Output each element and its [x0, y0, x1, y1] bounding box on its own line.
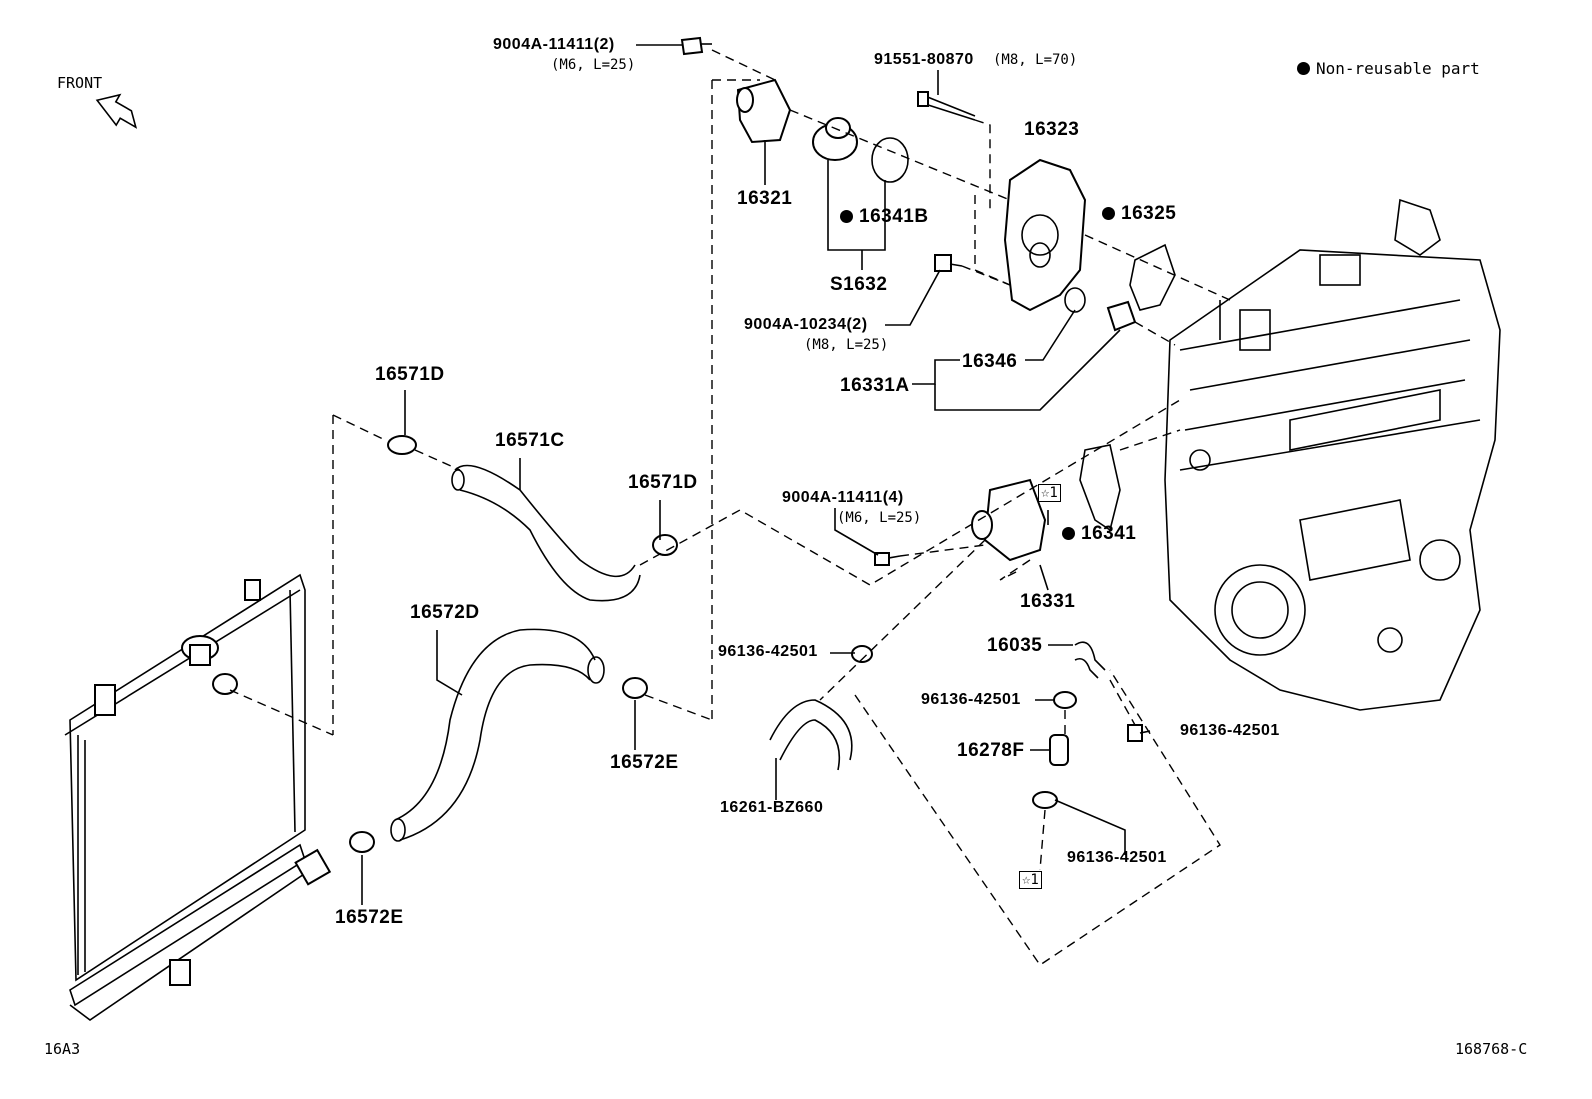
label-16572d: 16572D — [410, 602, 480, 623]
leader-lines — [361, 44, 1151, 905]
label-16341b: 16341B — [840, 207, 929, 226]
figure-code-right: 168768-C — [1455, 1040, 1528, 1058]
label-16325: 16325 — [1102, 204, 1176, 223]
parts-middle — [349, 435, 1143, 853]
label-96136-42501-d: 96136-42501 — [1067, 849, 1167, 866]
non-reusable-dot-icon — [1297, 62, 1310, 75]
label-9004a-10234: 9004A-10234(2) — [744, 316, 868, 333]
label-9004a-11411-2: 9004A-11411(2) — [493, 36, 615, 53]
label-16035: 16035 — [987, 635, 1043, 656]
legend: Non-reusable part — [1297, 61, 1480, 77]
dashed-lines — [229, 49, 1231, 966]
front-label: FRONT — [57, 74, 103, 92]
label-9004a-10234-spec: (M8, L=25) — [804, 337, 889, 353]
label-16572e-lower: 16572E — [335, 907, 404, 928]
label-16261-bz660: 16261-BZ660 — [720, 799, 824, 816]
label-16346: 16346 — [962, 351, 1018, 372]
label-96136-42501-a: 96136-42501 — [718, 643, 818, 660]
label-96136-42501-b: 96136-42501 — [921, 691, 1021, 708]
label-9004a-11411-4: 9004A-11411(4) — [782, 489, 904, 506]
label-16331a: 16331A — [840, 375, 910, 396]
star-marker-upper: ☆1 — [1038, 484, 1061, 502]
legend-text: Non-reusable part — [1316, 59, 1480, 78]
label-16571d-right: 16571D — [628, 472, 698, 493]
label-96136-42501-c: 96136-42501 — [1180, 722, 1280, 739]
label-91551-spec: (M8, L=70) — [993, 52, 1078, 68]
parts-top — [680, 36, 1176, 332]
label-16331: 16331 — [1020, 591, 1076, 612]
front-arrow-icon — [95, 93, 138, 129]
figure-code-left: 16A3 — [44, 1040, 81, 1058]
radiator — [64, 573, 332, 1021]
label-16323: 16323 — [1024, 119, 1080, 140]
non-reusable-dot-icon — [1062, 527, 1075, 540]
label-9004a-11411-2-spec: (M6, L=25) — [551, 57, 636, 73]
label-16321: 16321 — [737, 188, 793, 209]
label-16571c: 16571C — [495, 430, 565, 451]
engine-block — [1164, 198, 1501, 711]
label-16571d-upper: 16571D — [375, 364, 445, 385]
non-reusable-dot-icon — [840, 210, 853, 223]
label-16572e-right: 16572E — [610, 752, 679, 773]
label-91551-80870: 91551-80870 — [874, 51, 974, 68]
star-marker-lower: ☆1 — [1019, 871, 1042, 889]
non-reusable-dot-icon — [1102, 207, 1115, 220]
label-16278f: 16278F — [957, 740, 1025, 761]
label-9004a-11411-4-spec: (M6, L=25) — [837, 510, 922, 526]
label-16341: 16341 — [1062, 524, 1136, 543]
label-s1632: S1632 — [830, 274, 888, 295]
